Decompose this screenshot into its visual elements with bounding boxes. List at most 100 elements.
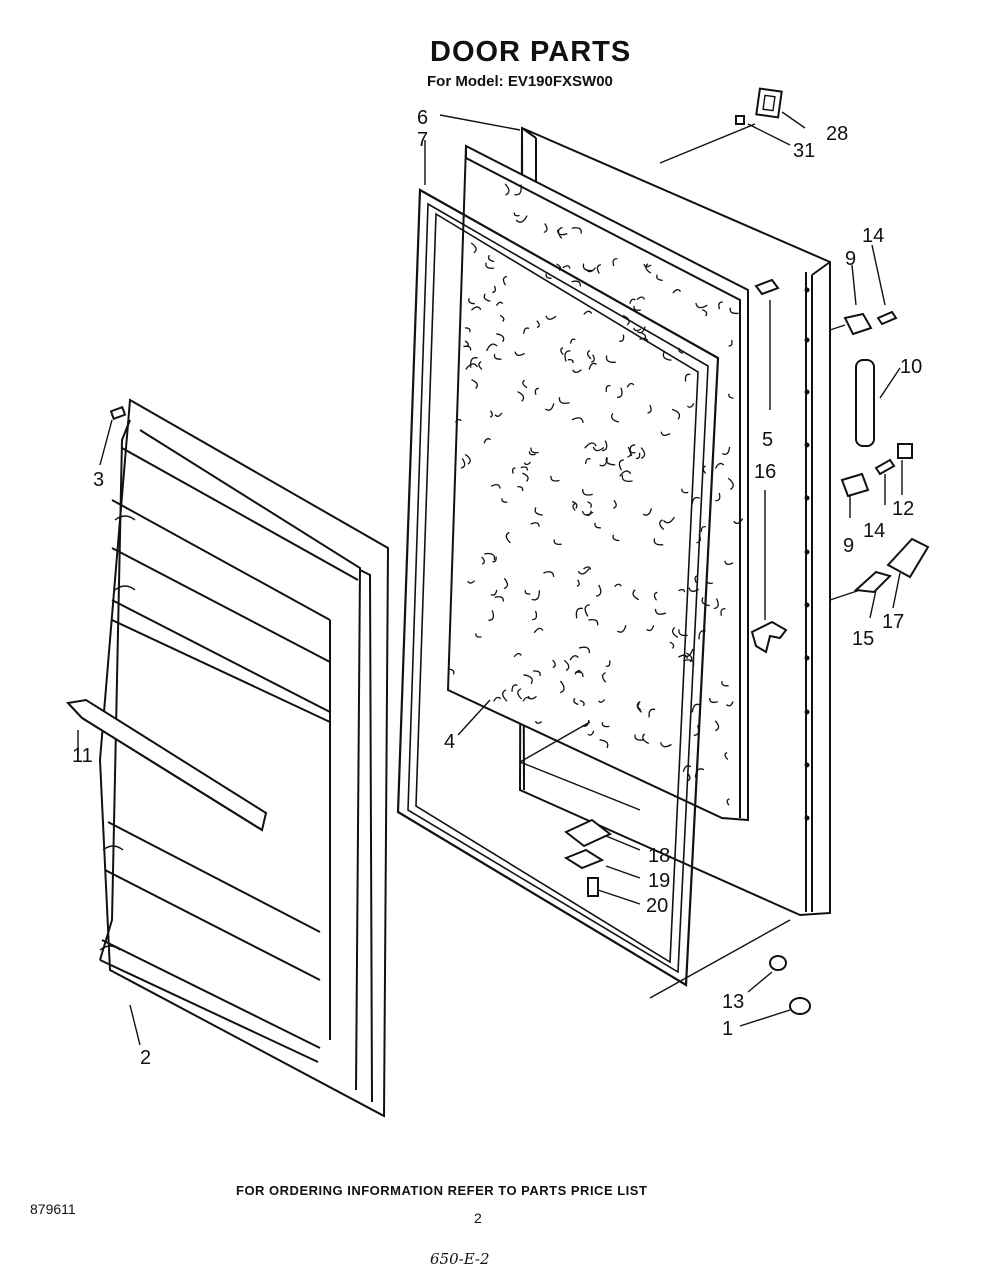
insulation-speck <box>501 498 508 503</box>
insulation-speck <box>718 301 723 310</box>
insulation-speck <box>524 590 531 595</box>
insulation-speck <box>517 485 524 492</box>
insulation-speck <box>588 362 597 370</box>
insulation-speck <box>619 470 632 477</box>
callout-10: 10 <box>900 356 922 378</box>
insulation-speck <box>534 507 543 516</box>
door-gasket <box>396 188 720 987</box>
insulation-speck <box>468 297 475 305</box>
insulation-speck <box>672 289 682 294</box>
insulation-speck <box>552 659 556 669</box>
insulation-speck <box>685 652 693 663</box>
insulation-speck <box>659 519 665 530</box>
insulation-speck <box>591 354 595 363</box>
insulation-speck <box>550 475 560 482</box>
document-number: 879611 <box>30 1201 76 1217</box>
callout-14-lower: 14 <box>863 520 885 542</box>
hinge-9-upper <box>843 312 873 336</box>
insulation-speck <box>534 720 543 724</box>
door-liner <box>98 398 390 1118</box>
insulation-speck <box>582 263 593 272</box>
insulation-speck <box>653 538 664 546</box>
insulation-speck <box>616 625 627 633</box>
insulation-speck <box>469 357 478 368</box>
insulation-speck <box>569 655 579 661</box>
bracket-18 <box>564 818 612 848</box>
insulation-speck <box>496 333 505 343</box>
ordering-note: FOR ORDERING INFORMATION REFER TO PARTS … <box>236 1183 648 1198</box>
handwritten-code: 650-E-2 <box>430 1250 490 1268</box>
insulation-speck <box>572 369 582 374</box>
insulation-speck <box>520 466 529 471</box>
insulation-speck <box>489 410 493 418</box>
insulation-speck <box>662 516 675 524</box>
insulation-speck <box>536 320 540 329</box>
insulation-speck <box>669 641 675 649</box>
insulation-speck <box>572 502 576 511</box>
insulation-speck <box>588 618 599 626</box>
insulation-speck <box>481 556 485 565</box>
callout-9-upper: 9 <box>845 248 856 270</box>
insulation-speck <box>612 534 620 542</box>
callout-31: 31 <box>793 140 815 162</box>
insulation-speck <box>601 672 607 683</box>
insulation-speck <box>613 499 617 509</box>
insulation-speck <box>576 579 580 587</box>
insulation-speck <box>599 458 608 467</box>
insulation-speck <box>629 444 636 457</box>
insulation-speck <box>656 274 663 282</box>
insulation-speck <box>714 462 725 469</box>
insulation-speck <box>578 646 591 654</box>
insulation-speck <box>484 552 496 561</box>
foot-13 <box>769 955 787 971</box>
insulation-speck <box>614 583 622 588</box>
callout-13: 13 <box>722 991 744 1013</box>
hinge-pin-10 <box>855 359 875 447</box>
insulation-speck <box>505 531 511 544</box>
insulation-speck <box>567 359 574 364</box>
insulation-speck <box>727 477 734 491</box>
insulation-speck <box>595 584 602 597</box>
insulation-speck <box>543 571 555 577</box>
insulation-speck <box>485 262 495 269</box>
retainer-28 <box>755 87 783 119</box>
insulation-speck <box>701 597 710 607</box>
insulation-speck <box>573 697 579 706</box>
insulation-speck <box>475 633 482 638</box>
insulation-speck <box>582 488 593 496</box>
insulation-speck <box>709 697 718 704</box>
screw-14-upper <box>876 310 898 326</box>
insulation-speck <box>714 720 720 732</box>
insulation-speck <box>594 522 601 529</box>
insulation-speck <box>470 242 477 254</box>
insulation-speck <box>626 382 635 388</box>
insulation-speck <box>713 598 719 610</box>
insulation-speck <box>598 699 606 703</box>
callout-12: 12 <box>892 498 914 520</box>
screw-14-lower <box>874 458 896 476</box>
insulation-speck <box>619 334 625 342</box>
insulation-speck <box>471 379 478 390</box>
insulation-speck <box>634 734 644 741</box>
insulation-speck <box>492 556 497 563</box>
insulation-speck <box>616 387 623 399</box>
callout-28: 28 <box>826 123 848 145</box>
insulation-speck <box>660 431 671 436</box>
insulation-speck <box>511 684 518 692</box>
insulation-speck <box>724 751 729 760</box>
callout-20: 20 <box>646 895 668 917</box>
callout-11: 11 <box>72 745 93 767</box>
insulation-speck <box>581 510 594 516</box>
insulation-speck <box>493 353 502 360</box>
screw-3 <box>109 405 127 421</box>
insulation-speck <box>533 627 544 634</box>
insulation-speck <box>502 689 508 702</box>
insulation-speck <box>487 254 495 263</box>
insulation-speck <box>605 456 616 466</box>
insulation-speck <box>724 560 734 566</box>
insulation-speck <box>648 708 656 718</box>
insulation-speck <box>471 306 482 311</box>
door-shelf-bar <box>65 698 268 832</box>
insulation-speck <box>621 474 633 482</box>
insulation-speck <box>503 577 509 590</box>
